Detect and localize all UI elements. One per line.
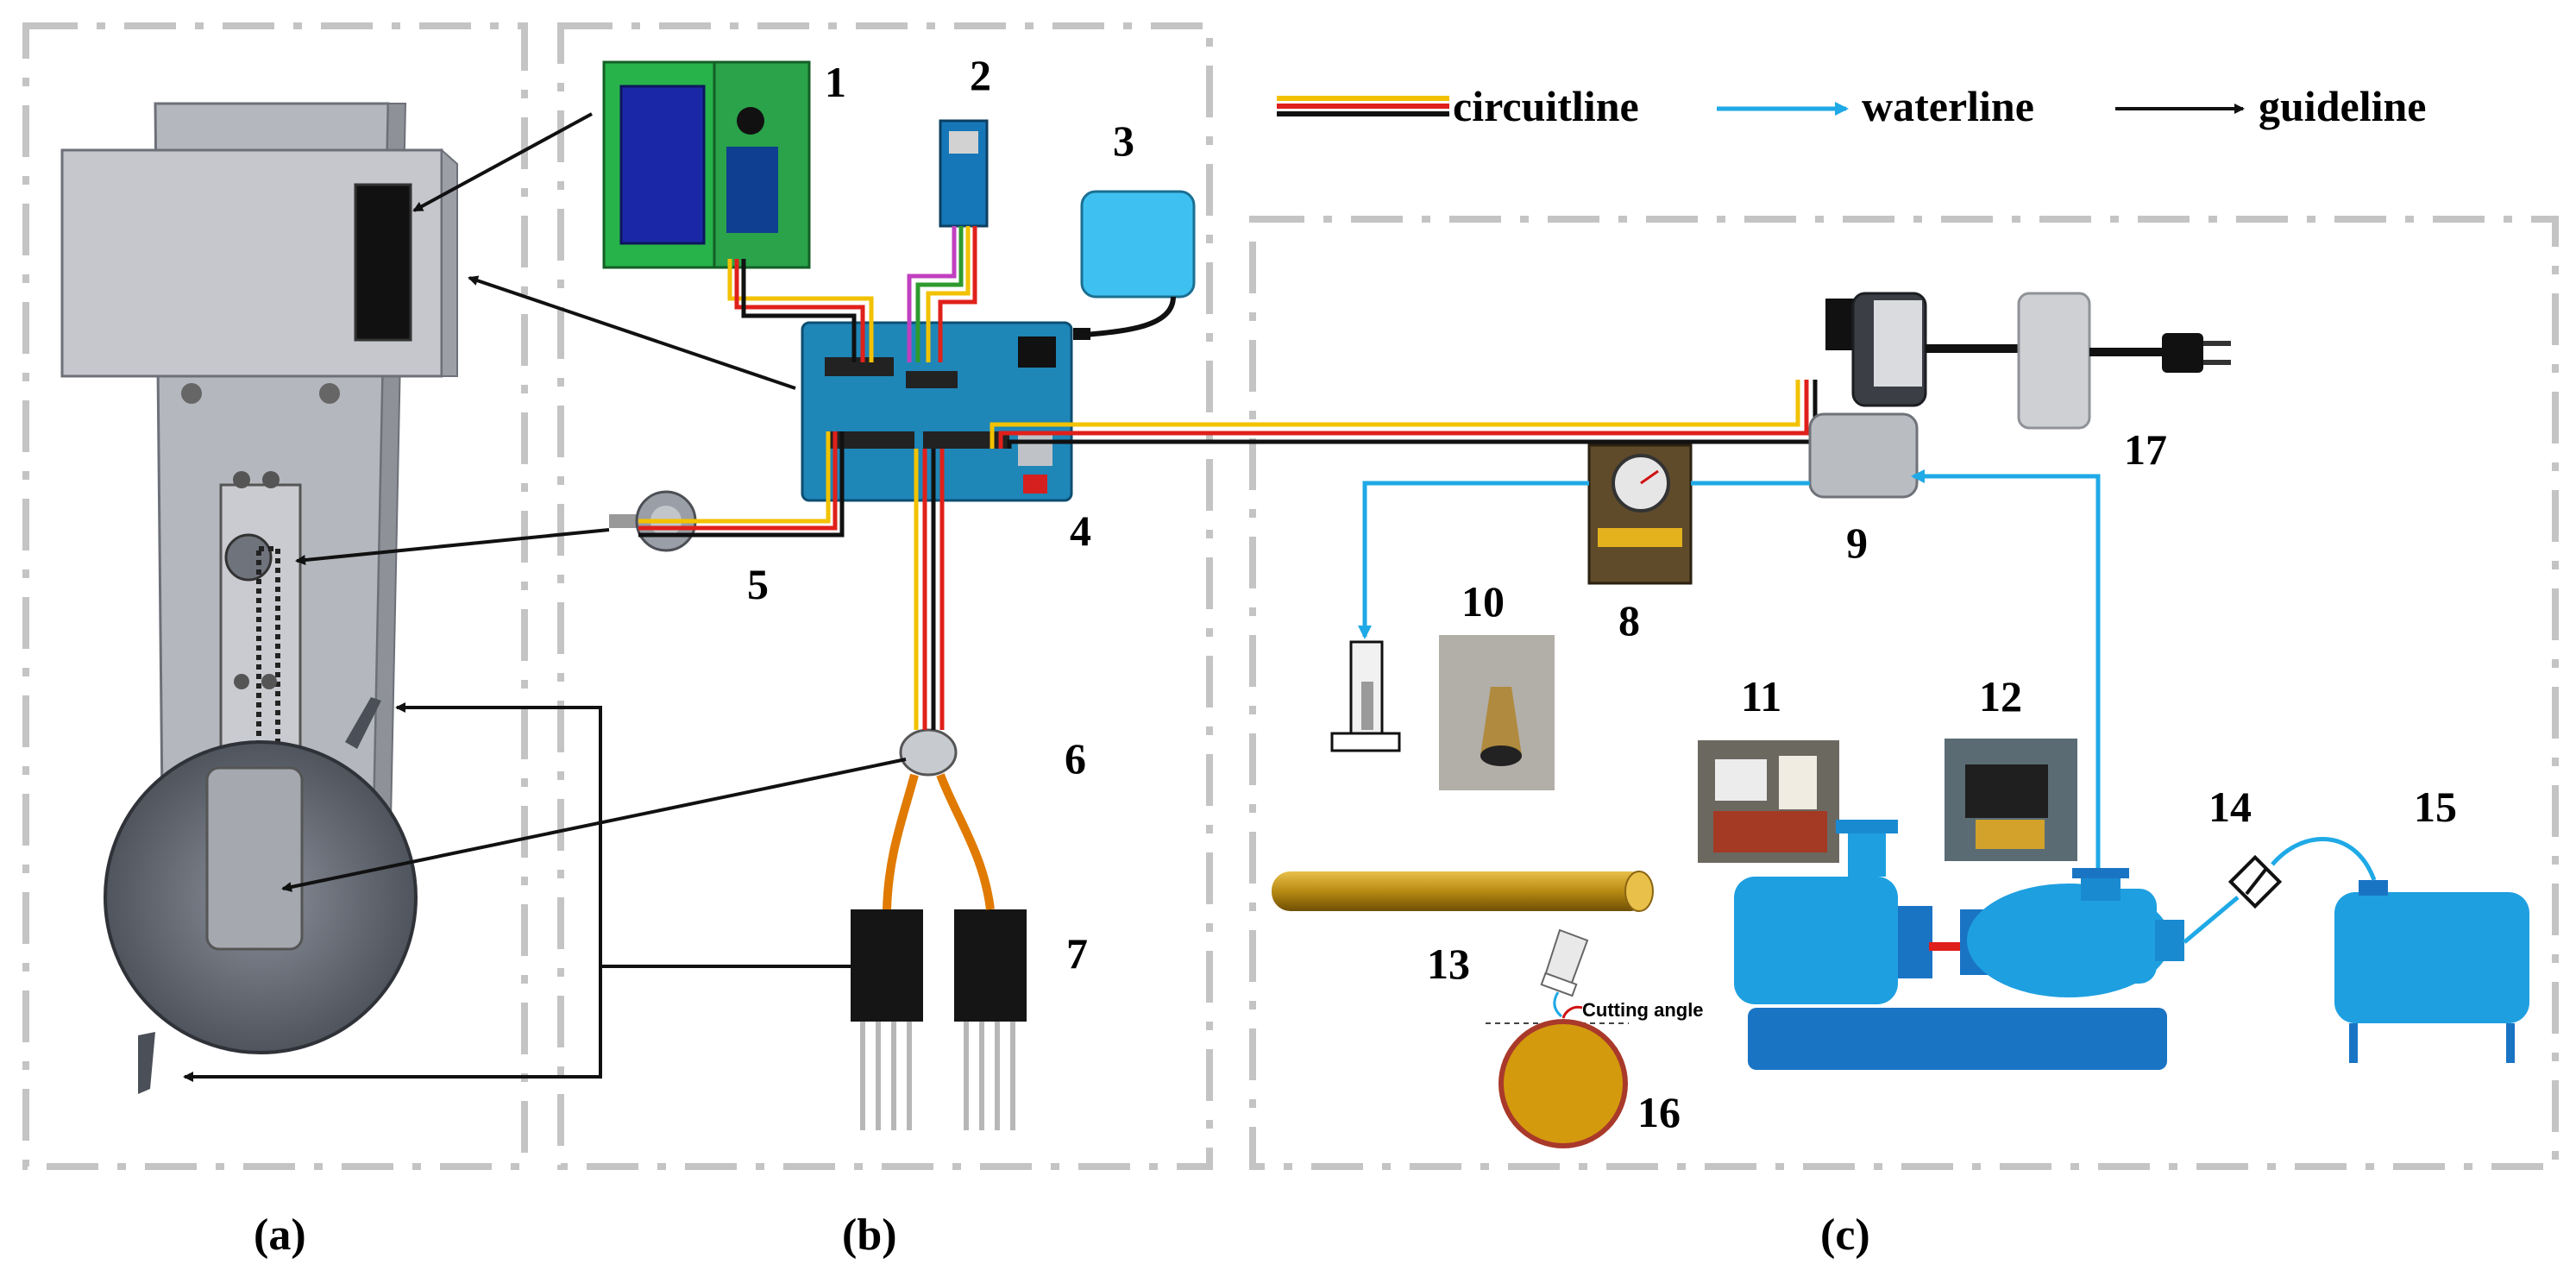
scraper-blade-bottom <box>138 1032 155 1094</box>
panel-label-c: (c) <box>1820 1211 1870 1260</box>
frame-a <box>22 22 528 1170</box>
label-8: 8 <box>1618 596 1640 645</box>
label-17: 17 <box>2124 425 2167 474</box>
sd-card-module <box>939 119 989 228</box>
label-1: 1 <box>825 58 846 106</box>
label-7: 7 <box>1066 929 1088 978</box>
label-3: 3 <box>1113 116 1134 165</box>
label-4: 4 <box>1070 506 1091 555</box>
solenoid-valve <box>1808 292 1927 499</box>
label-6: 6 <box>1065 734 1086 783</box>
scraper-blade-top <box>345 697 381 749</box>
battery-pack <box>1073 190 1196 340</box>
lcd-module <box>602 60 811 269</box>
wheel-bracket <box>205 766 304 951</box>
bolt <box>262 471 280 488</box>
lcd-window <box>354 183 412 342</box>
wire-splitter <box>899 728 958 777</box>
label-14: 14 <box>2208 783 2252 831</box>
filter <box>2227 854 2283 909</box>
cutting-angle-label: Cutting angle <box>1582 999 1704 1021</box>
legend: circuitline waterline guideline <box>1277 82 2426 130</box>
legend-circuit-swatch <box>1277 96 1449 116</box>
arduino-board <box>801 321 1073 502</box>
circuit-wires <box>638 226 1818 910</box>
frame-c <box>1249 216 2559 1170</box>
bolt <box>181 383 202 404</box>
pressure-gauge-manifold <box>1587 443 1693 585</box>
label-16: 16 <box>1637 1088 1681 1136</box>
label-5: 5 <box>747 560 769 608</box>
bolt <box>261 674 277 689</box>
test-rod <box>1272 871 1654 912</box>
cutting-angle-detail <box>1486 928 1629 1148</box>
moisture-sensors <box>851 909 1027 1130</box>
bolt <box>319 383 340 404</box>
label-10: 10 <box>1461 577 1505 626</box>
legend-circuit-label: circuitline <box>1453 82 1639 130</box>
legend-guide-label: guideline <box>2259 82 2426 130</box>
legend-water-label: waterline <box>1862 82 2034 130</box>
nozzle-fixture <box>1330 640 1401 752</box>
potentiometer-shaft <box>224 533 273 582</box>
label-11: 11 <box>1741 672 1781 720</box>
water-tank <box>2334 880 2529 1063</box>
label-15: 15 <box>2414 783 2457 831</box>
bolt <box>233 471 250 488</box>
water-lines <box>1358 469 2377 944</box>
label-12: 12 <box>1979 672 2022 720</box>
motor-pump-unit <box>1734 820 2184 1070</box>
panel-frames <box>22 22 2559 1170</box>
label-9: 9 <box>1846 519 1868 567</box>
power-adapter <box>1926 292 2231 430</box>
panel-label-a: (a) <box>254 1211 306 1260</box>
control-box-side <box>441 148 458 377</box>
bolt <box>234 674 249 689</box>
mechanical-assembly <box>60 102 458 1094</box>
guide-lines <box>183 112 907 1082</box>
label-13: 13 <box>1427 940 1470 988</box>
panel-label-b: (b) <box>842 1211 897 1260</box>
engine-photo <box>1698 740 1839 863</box>
label-2: 2 <box>970 51 991 99</box>
frame-b <box>557 22 1213 1170</box>
nozzle-photo <box>1439 635 1555 790</box>
plunger-pump-photo <box>1945 739 2077 861</box>
